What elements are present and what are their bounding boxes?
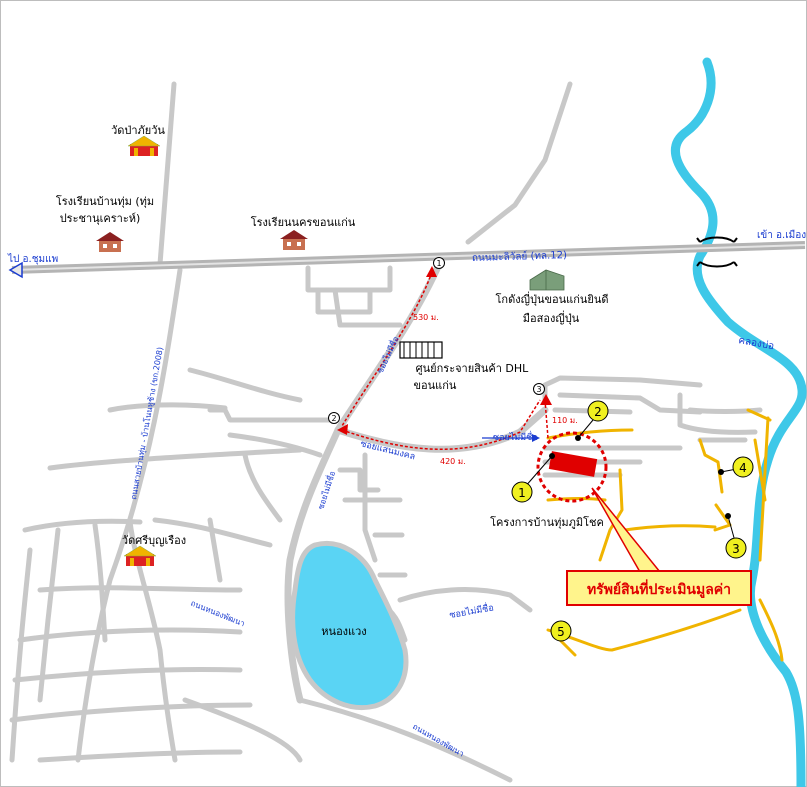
comparable-label-3: 3 (732, 542, 740, 556)
label-soi-1: ซอยไม่มีชื่อ (374, 334, 401, 375)
callout-text: ทรัพย์สินที่ประเมินมูลค่า (587, 579, 731, 598)
soi-arrow (482, 434, 540, 442)
waypoint-marker-1[interactable] (433, 257, 445, 269)
distance-420: 420 ม. (440, 457, 466, 466)
comparable-markers (511, 400, 754, 642)
label-project: โครงการบ้านทุ่มภูมิโชค (490, 515, 604, 529)
label-to-chumphae: ไป อ.ชุมแพ (7, 253, 58, 265)
label-dhl-1: ศูนย์กระจายสินค้า DHL (416, 362, 529, 375)
school-icon (280, 230, 308, 250)
comparable-label-5: 5 (557, 625, 565, 639)
comparable-marker-5[interactable] (550, 620, 572, 642)
label-nong-phatthana-1: ถนนหนองพัฒนา (189, 599, 246, 629)
waypoint-label-2: 2 (331, 414, 336, 423)
route-arrows (337, 266, 552, 435)
distance-110: 110 ม. (552, 416, 578, 425)
label-dhl-2: ขอนแก่น (414, 379, 457, 392)
label-school-ban-thum-2: ประชานุเคราะห์) (60, 212, 141, 225)
nong-waeng-lake (290, 541, 409, 710)
waypoint-markers (328, 257, 545, 424)
comparable-marker-3[interactable] (725, 537, 747, 559)
label-soi-2: ซอยไม่มีชื่อ (493, 430, 538, 443)
label-highway: ถนนมะลิวัลย์ (ทล.12) (472, 249, 567, 264)
comparable-label-1: 1 (518, 486, 526, 500)
temple-icon (127, 135, 161, 156)
label-soi-4: ซอยไม่มีชื่อ (448, 600, 494, 621)
comparable-marker-1[interactable] (511, 481, 533, 503)
comparable-label-2: 2 (594, 405, 602, 419)
label-nong-waeng: หนองแวง (321, 625, 366, 638)
label-school-ban-thum: โรงเรียนบ้านทุ่ม (ทุ่ม (56, 194, 154, 208)
label-school-nakhon: โรงเรียนนครขอนแก่น (251, 215, 356, 229)
arrow-left-icon (8, 261, 23, 279)
label-to-city: เข้า อ.เมือง (757, 229, 806, 241)
distance-530: 530 ม. (413, 313, 439, 322)
label-warehouse-2: มือสองญี่ปุ่น (523, 310, 580, 325)
dhl-building-icon (399, 341, 443, 359)
label-wat-si-bun-rueang: วัดศรีบุญเรือง (122, 534, 186, 547)
highway-road (11, 241, 806, 274)
waypoint-marker-3[interactable] (533, 383, 545, 395)
school-icon (96, 232, 124, 252)
subject-property (548, 451, 598, 477)
subject-property-circle (536, 431, 608, 503)
comparable-label-4: 4 (739, 461, 747, 475)
comparable-roads (546, 408, 784, 662)
label-wat-pa-phai-wan: วัดป่าภัยวัน (111, 124, 165, 137)
callout-pointer (591, 487, 662, 573)
bridge-icon (696, 236, 738, 268)
temple-icon (123, 545, 157, 566)
label-warehouse-1: โกดังญี่ปุ่นขอนแก่นยินดี (496, 291, 609, 306)
label-canal: คลองบ่อ (737, 335, 774, 352)
label-road-ban-thum: ถนนสายบ้านทุ่ม - บ้านโนนหูช้าง (ขก.2008) (128, 346, 166, 500)
callout-box (566, 570, 752, 606)
route-path (341, 271, 549, 451)
waypoint-marker-2[interactable] (328, 412, 340, 424)
waypoint-label-1: 1 (436, 259, 441, 268)
waypoint-label-3: 3 (536, 385, 541, 394)
subject-callout[interactable]: ทรัพย์สินที่ประเมินมูลค่า (566, 570, 752, 606)
canal-river (671, 57, 807, 787)
comparable-marker-2[interactable] (587, 400, 609, 422)
warehouse-icon (529, 269, 565, 291)
comparable-marker-4[interactable] (732, 456, 754, 478)
